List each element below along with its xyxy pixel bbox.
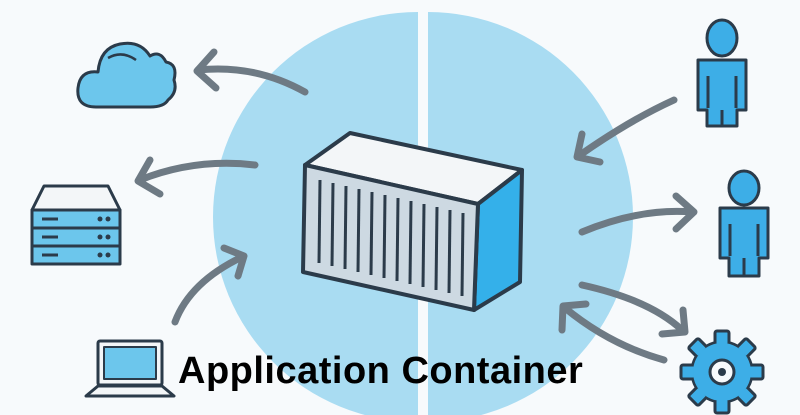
diagram-caption: Application Container [178,350,584,392]
shipping-container-icon [301,131,524,312]
arrow-from-laptop [171,244,248,326]
laptop-icon [84,339,176,398]
arrow-to-cloud [193,48,309,96]
user-icon-top [696,18,748,128]
server-rack-icon [30,184,122,266]
arrow-from-gear [558,300,668,364]
flow-arrows [134,48,698,364]
arrow-from-user-top [573,96,678,166]
circle-right-half [428,12,633,415]
container-ribs [317,179,465,297]
gear-icon [679,329,765,415]
user-icon-middle [718,169,770,278]
arrow-to-user-middle [578,192,698,236]
arrow-to-server [134,156,259,198]
cloud-icon [76,41,177,109]
arrow-to-gear [578,281,689,338]
